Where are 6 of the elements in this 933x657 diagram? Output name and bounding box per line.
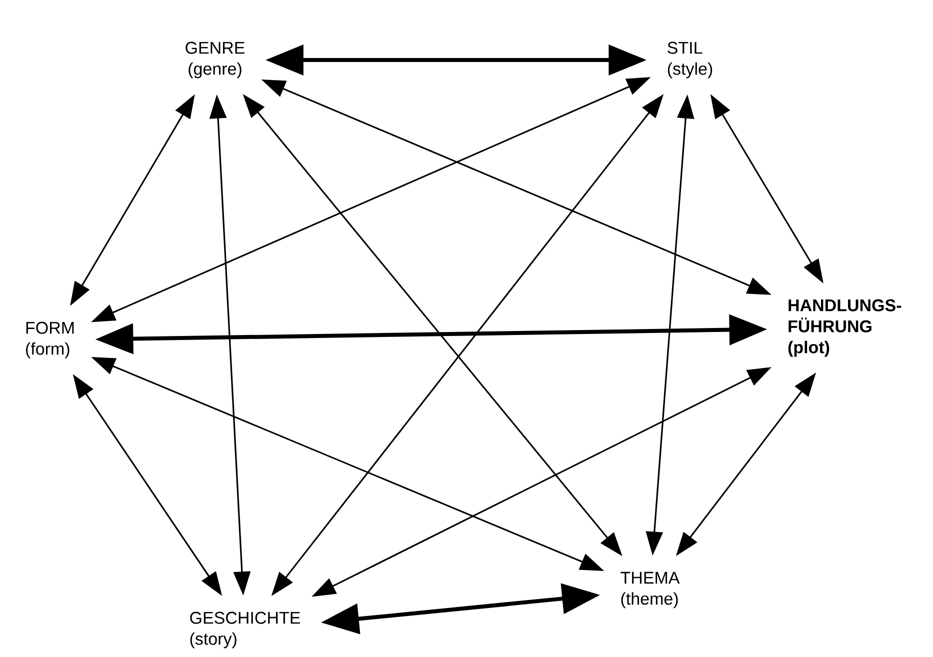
node-label: HANDLUNGS- FÜHRUNG (plot)	[788, 299, 902, 357]
node-label: THEMA (theme)	[620, 572, 680, 608]
node-label: GENRE (genre)	[186, 42, 244, 78]
node-label: FORM (form)	[26, 322, 74, 358]
node-label: STIL (style)	[668, 42, 712, 78]
node-label: GESCHICHTE (story)	[190, 612, 300, 648]
